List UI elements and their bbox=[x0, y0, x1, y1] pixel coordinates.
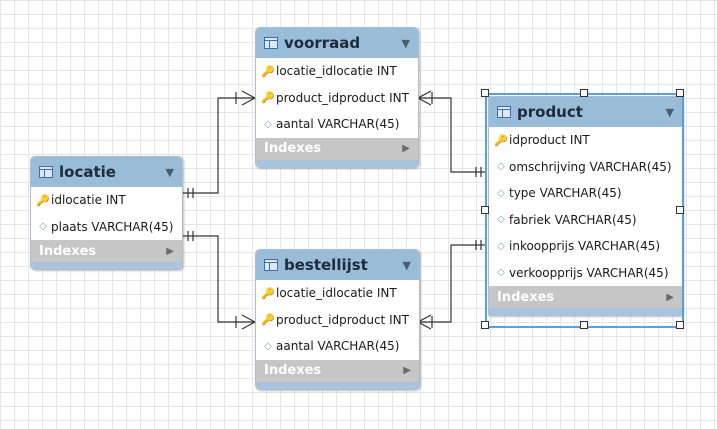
column-label: product_idproduct INT bbox=[276, 312, 409, 327]
foreign-key-icon: 🔑 bbox=[261, 286, 275, 300]
column-diamond-icon: ◇ bbox=[497, 161, 505, 173]
column-diamond-icon: ◇ bbox=[264, 340, 272, 352]
expand-arrow-icon[interactable]: ▶ bbox=[402, 143, 410, 154]
table-header[interactable]: bestellijst ▼ bbox=[256, 250, 419, 280]
column-label: aantal VARCHAR(45) bbox=[276, 117, 400, 132]
table-product[interactable]: product ▼ 🔑idproduct INT ◇ omschrijving V… bbox=[488, 96, 683, 316]
column-row[interactable]: 🔑locatie_idlocatie INT bbox=[256, 280, 419, 307]
table-icon bbox=[264, 259, 278, 271]
table-bestellijst[interactable]: bestellijst ▼ 🔑locatie_idlocatie INT 🔑pr… bbox=[255, 249, 420, 390]
column-label: product_idproduct INT bbox=[276, 90, 409, 105]
expand-arrow-icon[interactable]: ▶ bbox=[666, 291, 674, 303]
column-label: fabriek VARCHAR(45) bbox=[509, 212, 637, 227]
indexes-bar[interactable]: Indexes ▶ bbox=[256, 137, 418, 160]
column-row[interactable]: ◇ aantal VARCHAR(45) bbox=[256, 333, 419, 360]
table-icon bbox=[264, 37, 278, 49]
table-footer bbox=[31, 262, 182, 269]
relation-locatie-voorraad bbox=[182, 97, 255, 194]
column-row[interactable]: ◇ fabriek VARCHAR(45) bbox=[489, 207, 682, 234]
table-name: voorraad bbox=[284, 34, 361, 52]
relation-locatie-bestellijst bbox=[182, 235, 255, 323]
table-voorraad[interactable]: voorraad ▼ 🔑locatie_idlocatie INT 🔑produ… bbox=[255, 27, 419, 168]
column-row[interactable]: 🔑product_idproduct INT bbox=[256, 307, 419, 334]
column-row[interactable]: 🔑idproduct INT bbox=[489, 127, 682, 154]
indexes-bar[interactable]: Indexes ▶ bbox=[489, 286, 682, 308]
table-icon bbox=[39, 166, 53, 178]
column-label: plaats VARCHAR(45) bbox=[51, 219, 174, 234]
indexes-label: Indexes bbox=[264, 141, 322, 156]
column-label: omschrijving VARCHAR(45) bbox=[509, 159, 672, 174]
table-footer bbox=[256, 159, 418, 167]
resize-handle-bottom-left[interactable] bbox=[481, 321, 489, 329]
column-diamond-icon: ◇ bbox=[497, 187, 505, 199]
expand-arrow-icon[interactable]: ▶ bbox=[166, 245, 174, 257]
relation-product-bestellijst bbox=[418, 244, 487, 323]
column-label: locatie_idlocatie INT bbox=[276, 64, 397, 79]
resize-handle-middle-right[interactable] bbox=[676, 206, 684, 214]
foreign-key-icon: 🔑 bbox=[261, 91, 275, 105]
indexes-label: Indexes bbox=[264, 363, 322, 378]
collapse-arrow-icon[interactable]: ▼ bbox=[401, 36, 410, 50]
table-header[interactable]: product ▼ bbox=[489, 97, 682, 127]
resize-handle-bottom-center[interactable] bbox=[580, 321, 588, 329]
indexes-label: Indexes bbox=[39, 243, 97, 259]
relation-product-voorraad bbox=[418, 97, 487, 173]
column-label: aantal VARCHAR(45) bbox=[276, 339, 400, 354]
collapse-arrow-icon[interactable]: ▼ bbox=[165, 165, 174, 179]
collapse-arrow-icon[interactable]: ▼ bbox=[665, 105, 674, 119]
table-footer bbox=[256, 381, 419, 389]
column-label: inkoopprijs VARCHAR(45) bbox=[509, 239, 661, 254]
table-footer bbox=[489, 308, 682, 315]
column-diamond-icon: ◇ bbox=[497, 240, 505, 252]
table-name: product bbox=[517, 103, 583, 121]
column-label: type VARCHAR(45) bbox=[509, 186, 622, 201]
column-row[interactable]: ◇ aantal VARCHAR(45) bbox=[256, 111, 418, 138]
column-label: idproduct INT bbox=[509, 133, 590, 148]
foreign-key-icon: 🔑 bbox=[261, 313, 275, 327]
table-header[interactable]: locatie ▼ bbox=[31, 157, 182, 187]
table-icon bbox=[497, 106, 511, 118]
table-name: bestellijst bbox=[284, 256, 368, 274]
column-diamond-icon: ◇ bbox=[39, 221, 47, 233]
column-row[interactable]: ◇ verkoopprijs VARCHAR(45) bbox=[489, 260, 682, 287]
column-row[interactable]: ◇ inkoopprijs VARCHAR(45) bbox=[489, 233, 682, 260]
indexes-bar[interactable]: Indexes ▶ bbox=[256, 359, 419, 382]
column-row[interactable]: ◇ type VARCHAR(45) bbox=[489, 180, 682, 207]
indexes-bar[interactable]: Indexes ▶ bbox=[31, 240, 182, 262]
foreign-key-icon: 🔑 bbox=[261, 64, 275, 78]
column-diamond-icon: ◇ bbox=[264, 118, 272, 130]
table-locatie[interactable]: locatie ▼ 🔑idlocatie INT ◇ plaats VARCHAR… bbox=[30, 156, 183, 270]
column-row[interactable]: 🔑product_idproduct INT bbox=[256, 85, 418, 112]
resize-handle-top-left[interactable] bbox=[481, 89, 489, 97]
column-label: locatie_idlocatie INT bbox=[276, 286, 397, 301]
column-label: verkoopprijs VARCHAR(45) bbox=[509, 265, 669, 280]
table-header[interactable]: voorraad ▼ bbox=[256, 28, 418, 58]
resize-handle-bottom-right[interactable] bbox=[676, 321, 684, 329]
column-diamond-icon: ◇ bbox=[497, 214, 505, 226]
indexes-label: Indexes bbox=[497, 289, 555, 305]
resize-handle-middle-left[interactable] bbox=[481, 206, 489, 214]
resize-handle-top-center[interactable] bbox=[580, 89, 588, 97]
column-row[interactable]: 🔑locatie_idlocatie INT bbox=[256, 58, 418, 85]
primary-key-icon: 🔑 bbox=[494, 133, 508, 147]
column-label: idlocatie INT bbox=[51, 193, 126, 208]
column-row[interactable]: ◇ omschrijving VARCHAR(45) bbox=[489, 154, 682, 181]
collapse-arrow-icon[interactable]: ▼ bbox=[402, 258, 411, 272]
expand-arrow-icon[interactable]: ▶ bbox=[403, 365, 411, 376]
column-row[interactable]: ◇ plaats VARCHAR(45) bbox=[31, 214, 182, 241]
resize-handle-top-right[interactable] bbox=[676, 89, 684, 97]
primary-key-icon: 🔑 bbox=[36, 193, 50, 207]
table-name: locatie bbox=[59, 163, 116, 181]
column-row[interactable]: 🔑idlocatie INT bbox=[31, 187, 182, 214]
column-diamond-icon: ◇ bbox=[497, 267, 505, 279]
